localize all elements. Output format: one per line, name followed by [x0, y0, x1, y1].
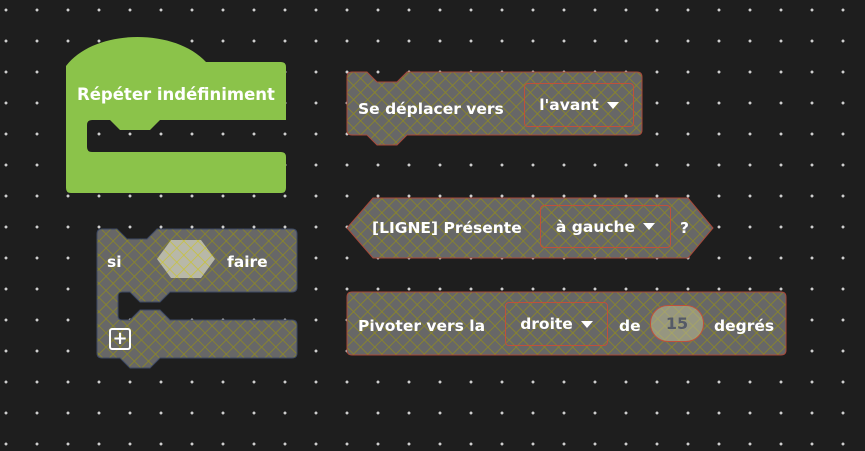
line-sensor-label: [LIGNE] Présente: [372, 219, 522, 237]
rotate-label: Pivoter vers la: [358, 317, 486, 335]
do-label: faire: [227, 253, 268, 271]
repeat-forever-label: Répéter indéfiniment: [77, 85, 275, 104]
question-mark: ?: [680, 219, 689, 237]
line-sensor-block[interactable]: [346, 197, 714, 259]
if-block[interactable]: [96, 228, 298, 369]
repeat-forever-block[interactable]: [66, 36, 286, 193]
degrees-input[interactable]: 15: [650, 305, 704, 342]
dropdown-arrow-icon: [643, 223, 656, 230]
dropdown-value: droite: [520, 315, 573, 333]
line-side-dropdown[interactable]: à gauche: [540, 205, 671, 248]
rotate-direction-dropdown[interactable]: droite: [505, 302, 608, 346]
dropdown-arrow-icon: [606, 101, 619, 109]
if-label: si: [107, 253, 122, 271]
rotate-de-label: de: [619, 317, 641, 335]
degrees-unit-label: degrés: [714, 317, 775, 335]
plus-square-icon[interactable]: +: [109, 328, 131, 350]
move-direction-dropdown[interactable]: l'avant: [524, 83, 634, 127]
dropdown-arrow-icon: [580, 320, 593, 328]
move-label: Se déplacer vers: [358, 100, 504, 118]
dropdown-value: à gauche: [555, 217, 636, 236]
dropdown-value: l'avant: [539, 96, 599, 114]
condition-slot[interactable]: [157, 240, 215, 278]
